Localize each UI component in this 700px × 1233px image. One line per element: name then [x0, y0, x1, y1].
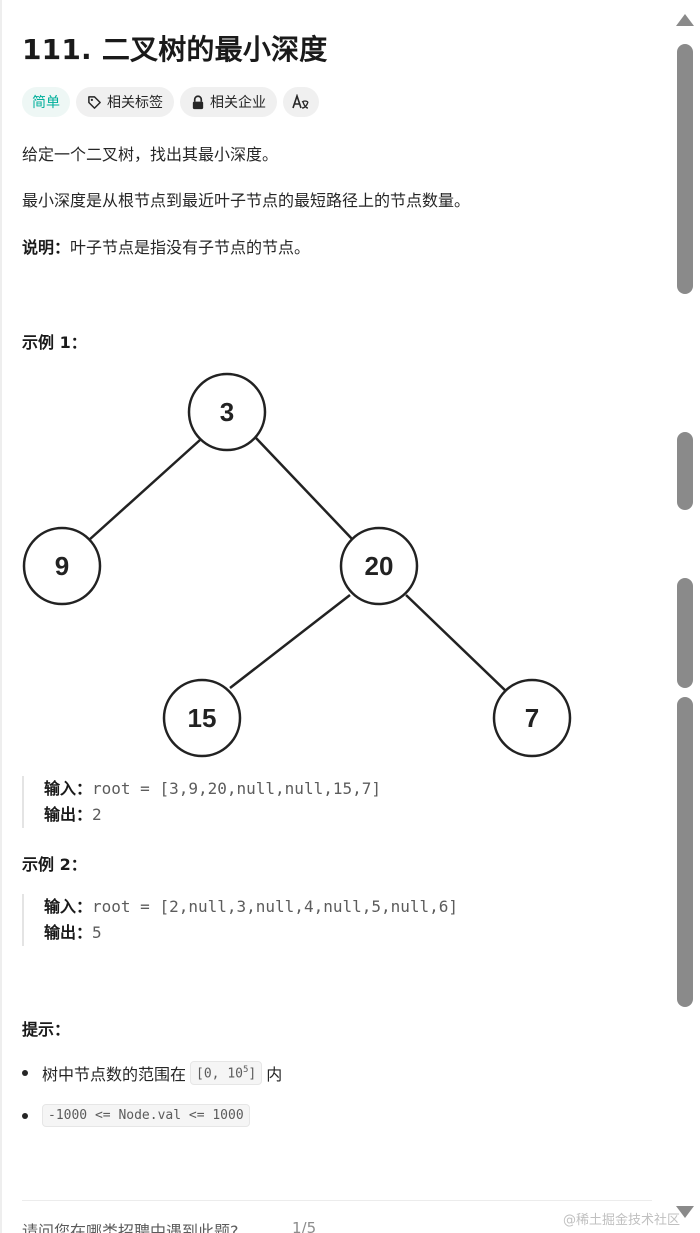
scroll-up-arrow[interactable]	[676, 14, 694, 26]
tree-node-circle-7	[492, 678, 572, 758]
hints-heading: 提示：	[22, 1020, 71, 1039]
output-value: 2	[92, 805, 102, 824]
hint-1-code: [0, 105]	[190, 1061, 263, 1086]
edge-3-20	[255, 437, 354, 541]
hint-1-code-end: ]	[248, 1066, 257, 1082]
translate-button[interactable]	[283, 87, 319, 117]
example-1-input: 输入：root = [3,9,20,null,null,15,7]	[44, 776, 381, 802]
left-border	[0, 0, 2, 1233]
tree-node-circle-15	[162, 678, 242, 758]
hint-1-prefix: 树中节点数的范围在	[42, 1065, 187, 1085]
problem-title: 111. 二叉树的最小深度	[22, 33, 328, 66]
input-value: root = [2,null,3,null,4,null,5,null,6]	[92, 897, 459, 916]
example-2-code: 输入：root = [2,null,3,null,4,null,5,null,6…	[22, 894, 458, 946]
input-value: root = [3,9,20,null,null,15,7]	[92, 779, 381, 798]
input-label: 输入：	[44, 779, 93, 798]
watermark: @稀土掘金技术社区	[563, 1213, 681, 1228]
hint-item-1: 树中节点数的范围在 [0, 105] 内	[22, 1061, 283, 1086]
edge-20-7	[405, 594, 511, 696]
scrollbar-thumb-1[interactable]	[677, 44, 693, 294]
scroll-down-arrow[interactable]	[676, 1206, 694, 1218]
translate-icon	[292, 94, 310, 110]
scrollbar-thumb-3[interactable]	[677, 578, 693, 688]
survey-question[interactable]: 请问您在哪类招聘中遇到此题?	[22, 1222, 239, 1233]
output-label: 输出：	[44, 923, 93, 942]
hint-1-exponent: 5	[242, 1065, 249, 1075]
hint-1-code-start: [0, 10	[196, 1066, 243, 1082]
hint-item-2: -1000 <= Node.val <= 1000	[22, 1104, 254, 1127]
hint-1-suffix: 内	[266, 1065, 283, 1085]
tree-node-3: 3	[220, 397, 234, 427]
related-companies-button[interactable]: 相关企业	[180, 87, 277, 117]
related-companies-label: 相关企业	[210, 95, 266, 111]
example-2-heading: 示例 2：	[22, 855, 87, 874]
scrollbar-thumb-4[interactable]	[677, 697, 693, 1007]
tree-node-circle-3	[187, 372, 267, 452]
tree-node-15: 15	[188, 703, 217, 733]
survey-counter: 1/5	[292, 1219, 317, 1233]
example-2-input: 输入：root = [2,null,3,null,4,null,5,null,6…	[44, 894, 458, 920]
tree-node-9: 9	[55, 551, 69, 581]
note-label: 说明：	[22, 238, 71, 257]
example-1-output: 输出：2	[44, 802, 381, 828]
edge-20-15	[229, 594, 351, 689]
bullet-dot	[22, 1070, 28, 1077]
tree-node-circle-20	[339, 526, 419, 606]
scrollbar-thumb-2[interactable]	[677, 432, 693, 510]
difficulty-badge[interactable]: 简单	[22, 87, 70, 117]
note: 说明：叶子节点是指没有子节点的节点。	[22, 234, 310, 258]
tree-node-20: 20	[365, 551, 394, 581]
example-1-tree-image: 3 9 20 15 7	[22, 372, 572, 758]
example-1-heading: 示例 1：	[22, 333, 87, 352]
edge-3-9	[88, 439, 201, 541]
description-line-2: 最小深度是从根节点到最近叶子节点的最短路径上的节点数量。	[22, 191, 471, 210]
lock-icon	[191, 94, 205, 110]
description-line-1: 给定一个二叉树，找出其最小深度。	[22, 145, 279, 164]
input-label: 输入：	[44, 897, 93, 916]
hint-2-code: -1000 <= Node.val <= 1000	[42, 1104, 250, 1127]
tag-icon	[87, 95, 102, 110]
example-1-code: 输入：root = [3,9,20,null,null,15,7] 输出：2	[22, 776, 381, 828]
tag-bar: 简单 相关标签 相关企业	[22, 87, 319, 117]
related-tags-button[interactable]: 相关标签	[76, 87, 174, 117]
difficulty-label: 简单	[32, 95, 60, 111]
example-2-output: 输出：5	[44, 920, 458, 946]
output-label: 输出：	[44, 805, 93, 824]
footer-divider	[22, 1200, 652, 1201]
bullet-dot	[22, 1112, 28, 1119]
related-tags-label: 相关标签	[107, 95, 163, 111]
tree-node-circle-9	[22, 526, 102, 606]
tree-node-7: 7	[525, 703, 539, 733]
note-text: 叶子节点是指没有子节点的节点。	[70, 238, 311, 257]
output-value: 5	[92, 923, 102, 942]
